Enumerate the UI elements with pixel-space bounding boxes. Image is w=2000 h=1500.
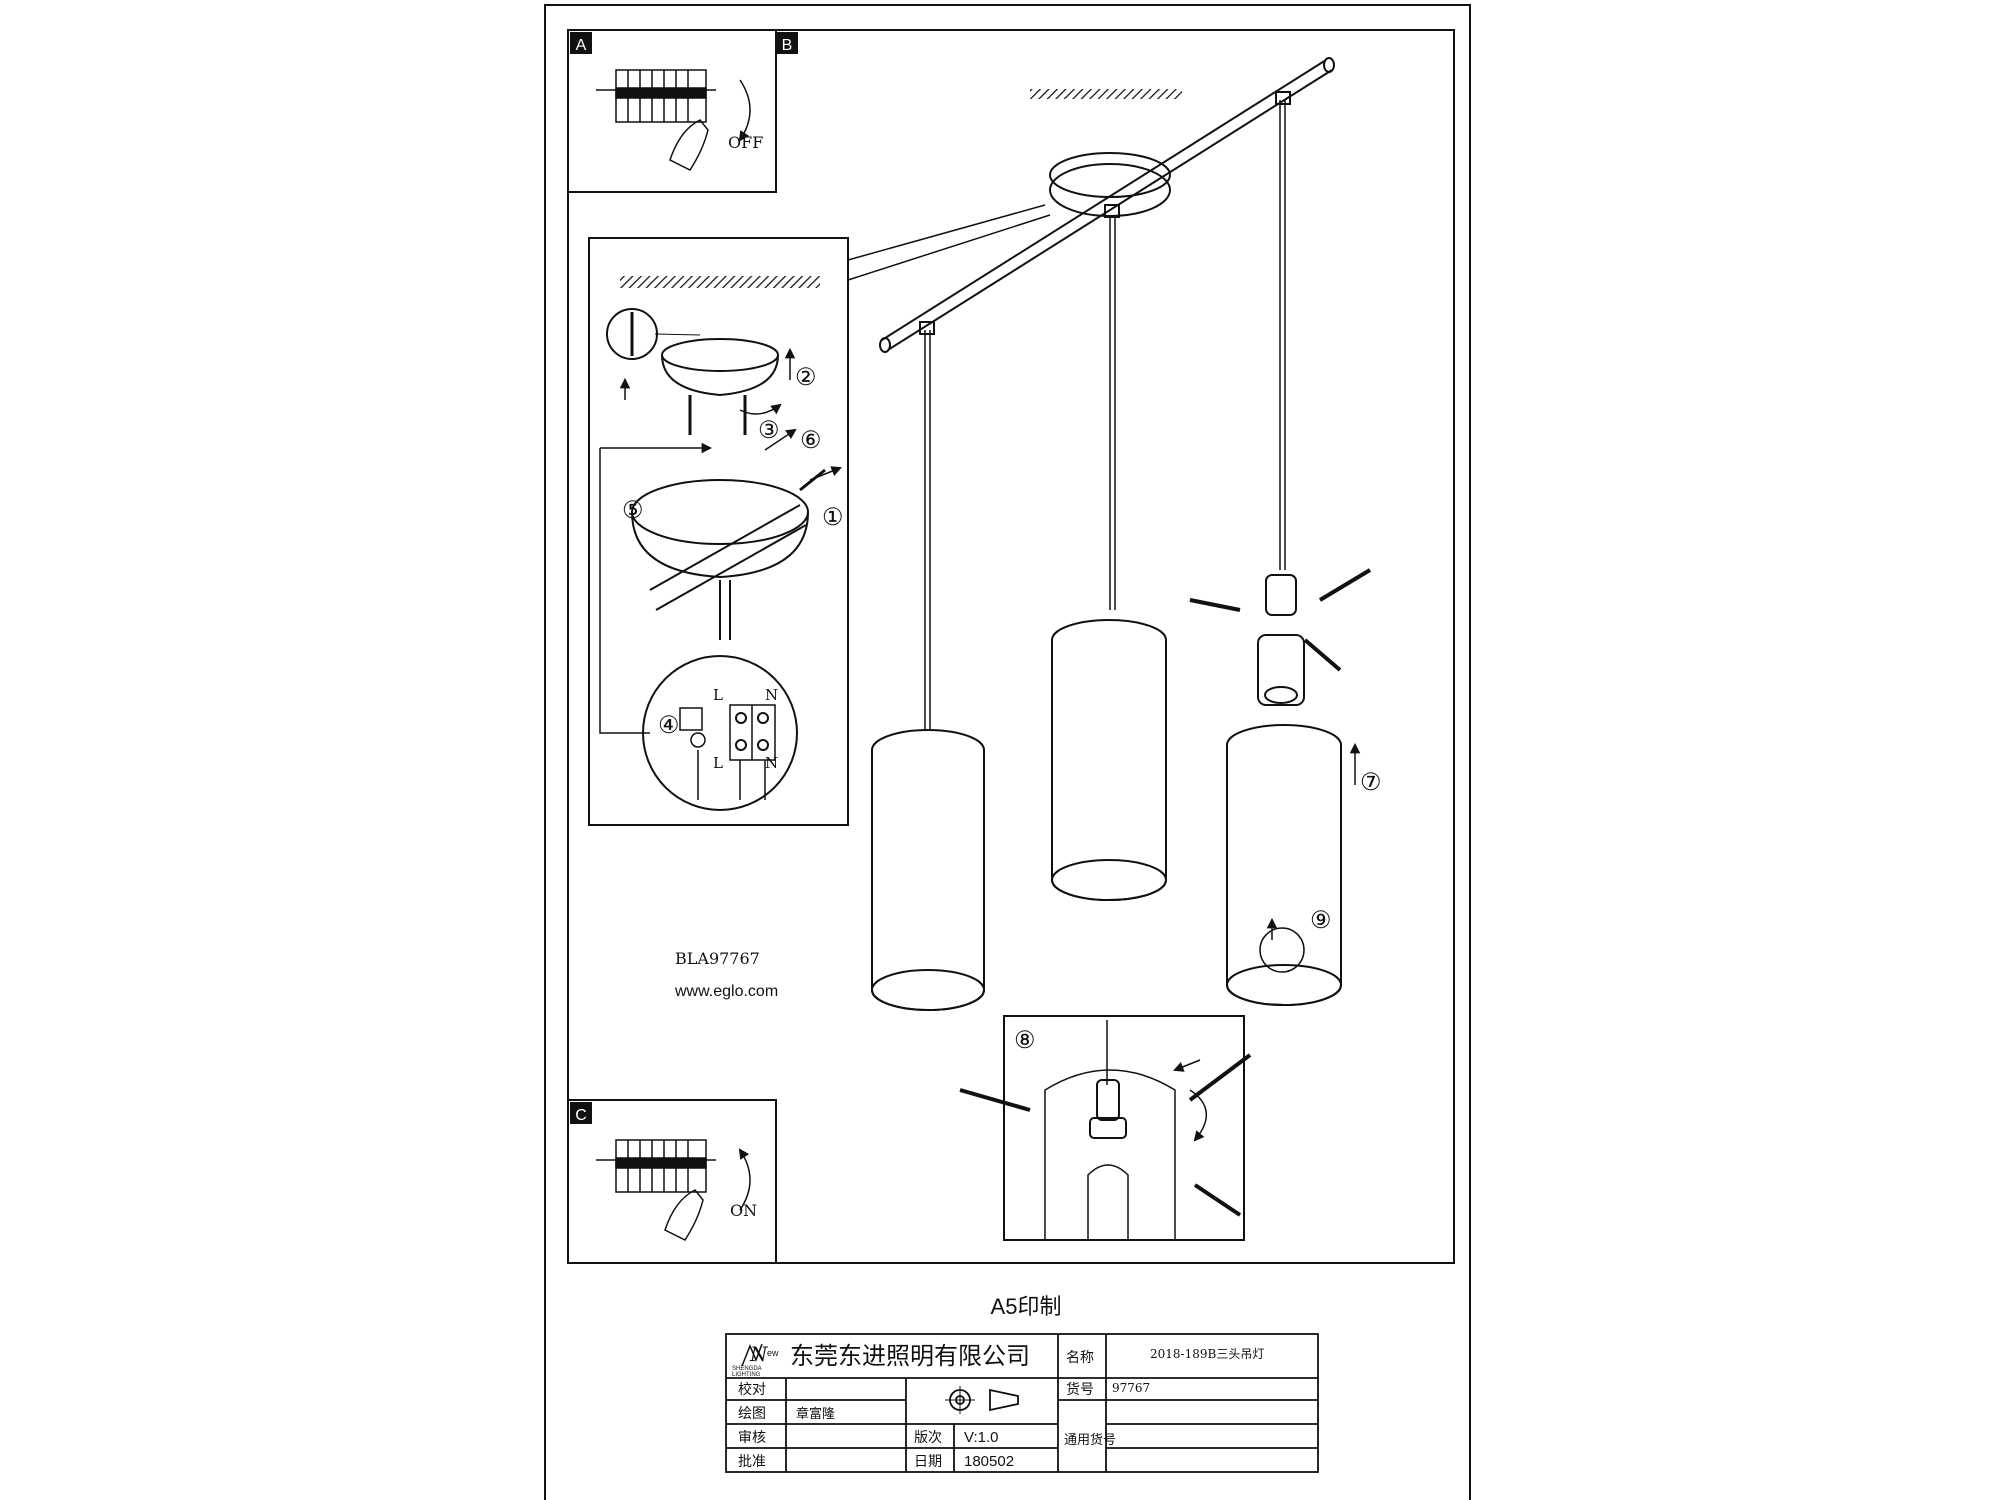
drawing-frame bbox=[567, 29, 1455, 1264]
wiring-label-n-top: N bbox=[765, 686, 778, 704]
suspension-bar bbox=[879, 57, 1335, 353]
step-4: ④ bbox=[658, 711, 680, 739]
panel-a-label: A bbox=[576, 37, 587, 54]
item-label: 货号 bbox=[1066, 1381, 1094, 1398]
step-1: ① bbox=[822, 503, 844, 531]
panel-c-switch-on: C ON bbox=[567, 1099, 777, 1264]
version-label: 版次 bbox=[914, 1430, 942, 1446]
version-value: V:1.0 bbox=[964, 1429, 998, 1446]
step-5: ⑤ bbox=[622, 496, 644, 524]
product-website: www.eglo.com bbox=[674, 983, 778, 1000]
review-label: 审核 bbox=[738, 1430, 766, 1446]
hand-icon bbox=[664, 1189, 704, 1241]
name-label: 名称 bbox=[1066, 1350, 1094, 1366]
wiring-detail bbox=[642, 655, 798, 811]
logo-name: SHENGDA bbox=[732, 1366, 762, 1372]
common-item-label: 通用货号 bbox=[1064, 1432, 1116, 1448]
name-value: 2018-189B三头吊灯 bbox=[1150, 1347, 1264, 1361]
logo-mark: N bbox=[749, 1342, 769, 1366]
hand-icon bbox=[669, 119, 709, 171]
drawer-name: 章富隆 bbox=[796, 1406, 835, 1422]
sheet-border bbox=[544, 4, 1471, 1500]
step-8: ⑧ bbox=[1014, 1026, 1036, 1054]
step-6: ⑥ bbox=[800, 426, 822, 454]
breaker-icon bbox=[596, 69, 716, 123]
wiring-label-l-bottom: L bbox=[713, 754, 723, 772]
date-value: 180502 bbox=[964, 1453, 1014, 1470]
lamp-holder-icon bbox=[1265, 574, 1297, 616]
pendant-shade-1 bbox=[871, 321, 985, 1011]
installation-detail bbox=[588, 237, 849, 826]
approve-label: 批准 bbox=[738, 1454, 766, 1470]
pendant-shade-3 bbox=[1189, 91, 1372, 1006]
switch-on-text: ON bbox=[730, 1201, 757, 1220]
logo-tag: LIGHTING bbox=[732, 1372, 761, 1378]
draw-label: 绘图 bbox=[738, 1406, 766, 1422]
pendant-shade-2 bbox=[1051, 204, 1167, 901]
ceiling-hatch bbox=[1030, 89, 1182, 99]
switch-off-text: OFF bbox=[728, 133, 763, 152]
product-code: BLA97767 bbox=[675, 949, 760, 968]
panel-b-label: B bbox=[782, 37, 793, 54]
shade-fixing-detail bbox=[959, 1015, 1252, 1241]
step-2: ② bbox=[795, 363, 817, 391]
step-9: ⑨ bbox=[1310, 906, 1332, 934]
wiring-label-n-bottom: N bbox=[765, 754, 778, 772]
date-label: 日期 bbox=[914, 1454, 942, 1470]
print-note: A5印制 bbox=[991, 1294, 1062, 1319]
company-logo bbox=[741, 1343, 763, 1367]
panel-a-switch-off: A OFF bbox=[567, 29, 777, 193]
panel-c-label: C bbox=[575, 1107, 587, 1124]
breaker-icon bbox=[596, 1139, 716, 1193]
item-value: 97767 bbox=[1112, 1381, 1150, 1395]
rotate-arrow-icon bbox=[738, 79, 751, 142]
step-3: ③ bbox=[758, 416, 780, 444]
check-label: 校对 bbox=[738, 1381, 766, 1398]
step-7: ⑦ bbox=[1360, 768, 1382, 796]
logo-sub: ew bbox=[767, 1348, 779, 1358]
rotate-arrow-icon bbox=[738, 1148, 751, 1211]
bulb-icon bbox=[1259, 927, 1305, 973]
company-name: 东莞东进照明有限公司 bbox=[790, 1342, 1030, 1370]
title-block bbox=[725, 1333, 1319, 1473]
wiring-label-l-top: L bbox=[713, 686, 723, 704]
